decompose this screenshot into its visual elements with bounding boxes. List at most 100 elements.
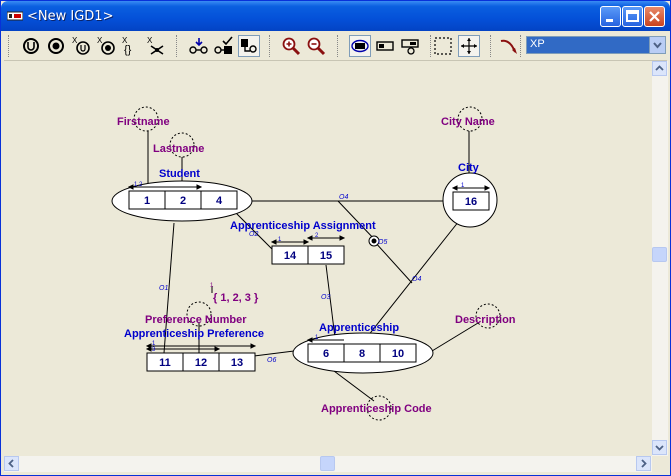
svg-text:8: 8 [359,348,365,360]
scroll-right-button[interactable] [636,456,651,471]
svg-text:{}: {} [124,44,132,56]
svg-text:1: 1 [278,237,282,243]
xu-icon: X [72,36,90,55]
select-rect-button[interactable] [432,35,454,57]
union-button[interactable] [20,35,42,57]
svg-text:O3: O3 [321,294,330,301]
select-rect-icon [434,37,452,55]
svg-text:15: 15 [320,250,332,262]
scroll-left-button[interactable] [4,456,19,471]
diagram-svg[interactable]: Firstname Lastname City Name Preference … [4,61,652,456]
svg-text:X: X [97,36,103,45]
close-button[interactable] [644,6,665,27]
svg-text:1 2: 1 2 [134,182,143,188]
chevron-left-icon [8,459,14,468]
move-button[interactable] [458,35,480,57]
entity-labels: Student City Apprenticeship Apprenticesh… [124,162,480,340]
mode-select-value: XP [530,38,545,50]
toolbar-separator [490,35,494,57]
chevron-up-icon [655,65,664,71]
svg-text:1: 1 [144,195,150,207]
svg-text:12: 12 [195,357,207,369]
xu-button[interactable]: X [70,35,92,57]
xcross-icon: X [147,36,164,55]
horizontal-scrollbar[interactable] [4,456,652,472]
zoom-out-button[interactable] [305,35,327,57]
circle-dot-icon [48,38,64,54]
chevron-right-icon [641,459,647,468]
pen-icon [500,39,517,54]
title-bar[interactable]: <New IGD1> [1,1,670,31]
pen-button[interactable] [498,35,520,57]
box-link-icon [401,39,419,55]
svg-text:6: 6 [323,348,329,360]
ellipse-button[interactable] [349,35,371,57]
rel-assignment-label: Apprenticeship Assignment [230,220,376,232]
zoom-in-icon [282,37,301,56]
scroll-down-button[interactable] [652,440,667,455]
rel-preference-label: Apprenticeship Preference [124,328,264,340]
toolbar-separator [269,35,273,57]
xdot-button[interactable]: X [95,35,117,57]
svg-text:X: X [72,36,78,45]
attr-firstname: Firstname [117,116,170,128]
svg-text:1: 1 [315,335,319,341]
close-icon [649,11,660,22]
horizontal-scroll-thumb[interactable] [320,456,335,471]
svg-text:O4: O4 [412,276,421,283]
svg-text:1: 1 [152,341,156,347]
link-button[interactable] [188,35,210,57]
entity-student-label: Student [159,168,200,180]
xbraces-button[interactable]: X{} [120,35,142,57]
key-arrows [127,184,491,352]
xcross-button[interactable]: X [145,35,167,57]
svg-text:13: 13 [231,357,243,369]
svg-text:2: 2 [315,233,319,239]
vertical-scroll-thumb[interactable] [652,247,667,262]
xdot-icon: X [97,36,115,55]
chevron-down-icon [653,42,662,49]
vertical-scrollbar[interactable] [652,61,668,456]
attr-description: Description [455,314,516,326]
constraint-set: { 1, 2, 3 } [213,292,259,304]
box-link-button[interactable] [399,35,421,57]
entity-apprenticeship-label: Apprenticeship [319,322,399,334]
entity-city-label: City [458,162,480,174]
constraint-node-dot [371,238,377,244]
cell-boxes [128,190,490,372]
box-button[interactable] [374,35,396,57]
toolbar-grip[interactable] [8,35,12,57]
maximize-button[interactable] [622,6,643,27]
toolbar-separator [337,35,341,57]
minimize-button[interactable] [600,6,621,27]
move-icon [461,38,477,54]
mode-select[interactable]: XP [526,36,666,54]
svg-text:4: 4 [216,195,223,207]
attr-city-name: City Name [441,116,495,128]
zoom-in-button[interactable] [280,35,302,57]
app-icon [7,11,23,21]
scrollbar-corner [652,456,668,472]
dropdown-button[interactable] [649,37,665,53]
pressed-link-button[interactable] [238,35,260,57]
circle-dot-button[interactable] [45,35,67,57]
diagram-canvas[interactable]: Firstname Lastname City Name Preference … [4,61,652,456]
attr-apprenticeship-code: Apprenticeship Code [321,403,432,415]
check-link-button[interactable] [213,35,235,57]
cell-values: 1 2 4 16 14 15 11 12 13 6 8 10 [144,195,477,369]
connector-lines [147,131,479,402]
svg-text:16: 16 [465,196,477,208]
pressed-link-icon [241,39,257,53]
toolbar-separator [430,35,434,57]
key-marks: 1 2 1 1 2 1 1 3 1 [134,182,465,353]
box-icon [376,41,394,51]
ellipse-icon [351,39,369,53]
window-title: <New IGD1> [27,9,114,24]
scroll-up-button[interactable] [652,61,667,76]
svg-text:1: 1 [210,283,214,289]
svg-text:O2: O2 [249,231,258,238]
svg-text:2: 2 [180,195,186,207]
svg-text:1: 1 [461,183,465,189]
svg-text:11: 11 [159,357,171,369]
